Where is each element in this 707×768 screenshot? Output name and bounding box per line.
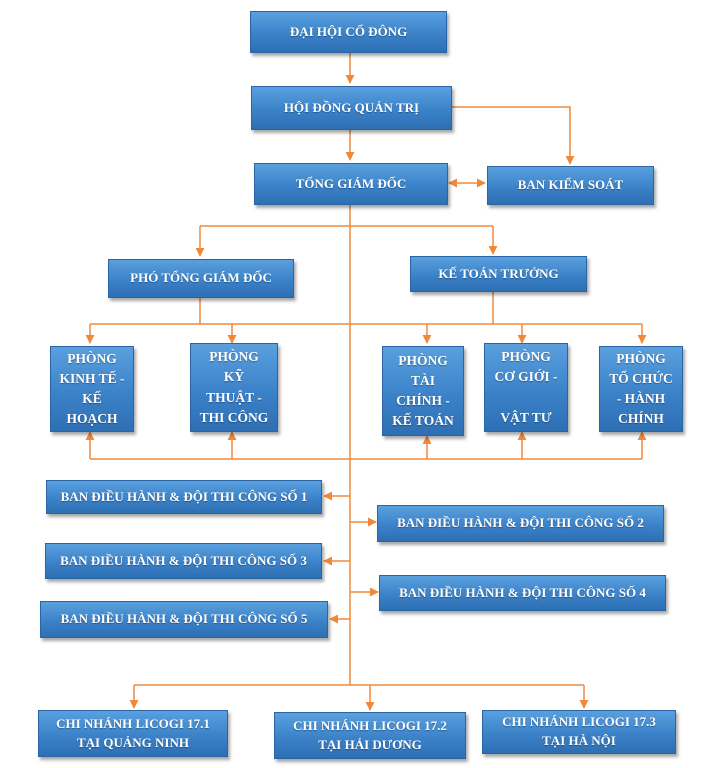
node-phong-to-chuc: PHÒNG TỔ CHỨC - HÀNH CHÍNH (599, 346, 683, 432)
node-phong-ky-thuat: PHÒNG KỸ THUẬT - THI CÔNG (190, 343, 278, 432)
node-chi-nhanh-2: CHI NHÁNH LICOGI 17.2 TẠI HẢI DƯƠNG (274, 712, 466, 759)
node-chi-nhanh-3: CHI NHÁNH LICOGI 17.3 TẠI HÀ NỘI (482, 710, 676, 754)
node-ban-dieu-hanh-2: BAN ĐIỀU HÀNH & ĐỘI THI CÔNG SỐ 2 (377, 505, 664, 542)
node-pho-tong-giam-doc: PHÓ TỔNG GIÁM ĐỐC (108, 259, 294, 298)
node-ban-dieu-hanh-3: BAN ĐIỀU HÀNH & ĐỘI THI CÔNG SỐ 3 (45, 543, 322, 579)
node-ban-dieu-hanh-4: BAN ĐIỀU HÀNH & ĐỘI THI CÔNG SỐ 4 (379, 575, 666, 611)
node-ban-dieu-hanh-5: BAN ĐIỀU HÀNH & ĐỘI THI CÔNG SỐ 5 (40, 601, 328, 638)
edge-hdqt-bks (452, 106, 575, 165)
node-ban-kiem-soat: BAN KIỂM SOÁT (487, 166, 654, 205)
node-hoi-dong-quan-tri: HỘI ĐỒNG QUẢN TRỊ (251, 86, 452, 130)
node-phong-tai-chinh: PHÒNG TÀI CHÍNH - KẾ TOÁN (382, 346, 464, 436)
node-phong-kinh-te: PHÒNG KINH TẾ - KẾ HOẠCH (50, 346, 134, 432)
node-phong-co-gioi: PHÒNG CƠ GIỚI - VẬT TƯ (484, 343, 568, 432)
node-ban-dieu-hanh-1: BAN ĐIỀU HÀNH & ĐỘI THI CÔNG SỐ 1 (46, 480, 322, 514)
node-tong-giam-doc: TỔNG GIÁM ĐỐC (254, 163, 448, 205)
node-dai-hoi-co-dong: ĐẠI HỘI CỔ ĐÔNG (250, 11, 447, 53)
node-ke-toan-truong: KẾ TOÁN TRƯỞNG (410, 256, 587, 292)
node-chi-nhanh-1: CHI NHÁNH LICOGI 17.1 TẠI QUẢNG NINH (38, 710, 228, 757)
